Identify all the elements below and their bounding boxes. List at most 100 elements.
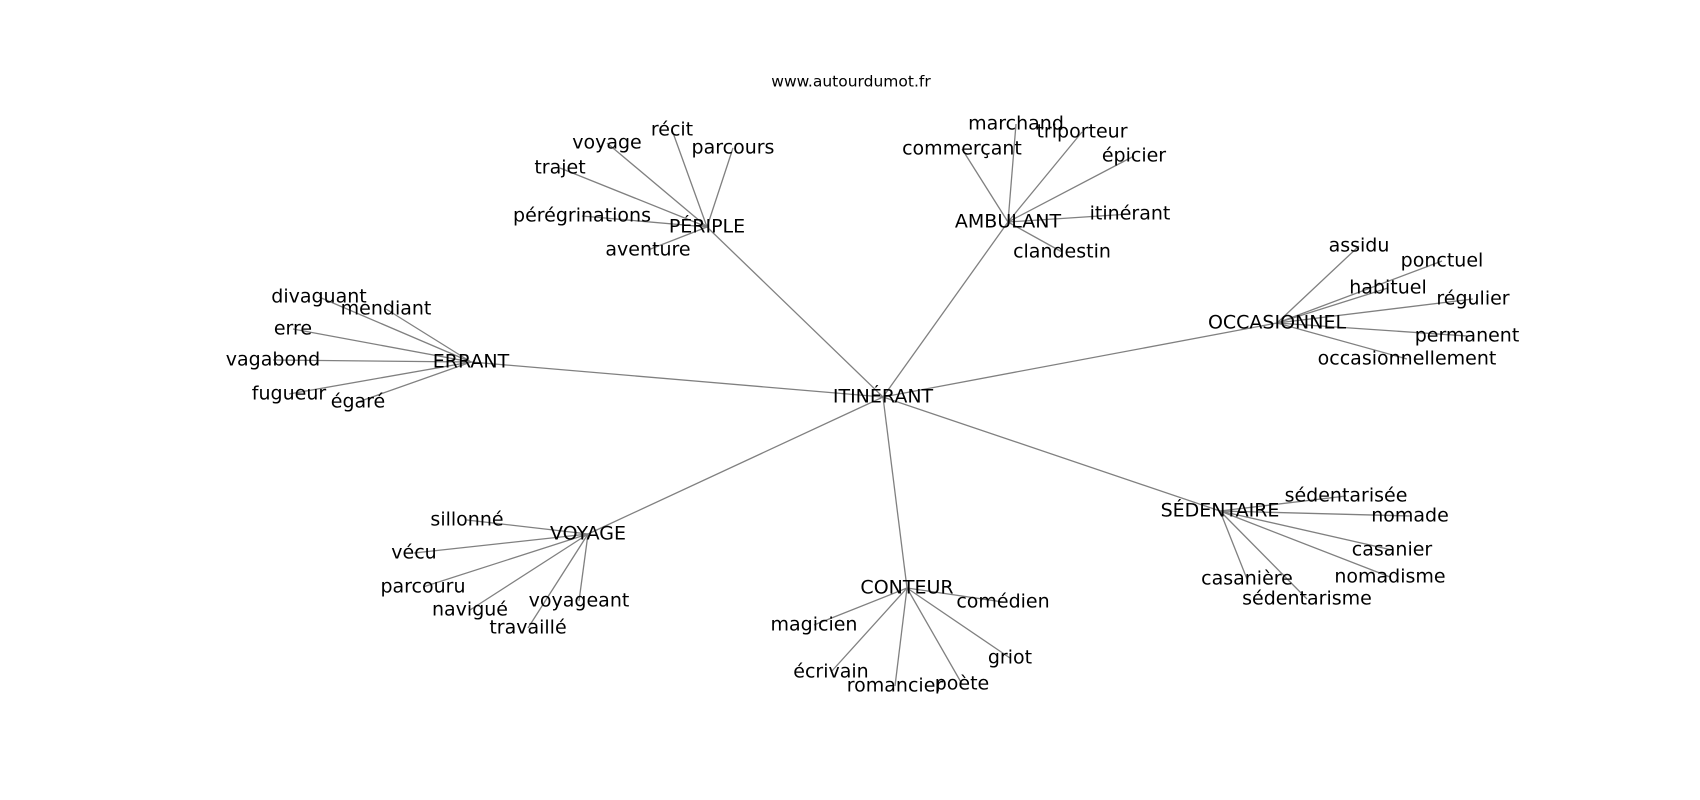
word-node-sedentarisee[interactable]: sédentarisée xyxy=(1285,485,1408,507)
word-node-griot[interactable]: griot xyxy=(988,647,1032,669)
site-url[interactable]: www.autourdumot.fr xyxy=(771,73,931,91)
labels-layer: www.autourdumot.fr ITINÉRANT PÉRIPLE récit… xyxy=(226,73,1520,697)
word-node-casanier[interactable]: casanier xyxy=(1352,539,1433,561)
edge-voyage-navigue xyxy=(469,533,589,611)
edge-voyage-vecu xyxy=(413,533,589,554)
edge-occasionnel-occasionnellement xyxy=(1276,322,1408,360)
edge-sedentaire-sedentarisee xyxy=(1219,495,1347,512)
word-node-casaniere[interactable]: casanière xyxy=(1201,568,1293,590)
edge-errant-vagabond xyxy=(272,359,472,363)
edge-center-ambulant xyxy=(882,221,1009,398)
word-node-poete[interactable]: poète xyxy=(935,673,990,695)
edge-voyage-travaille xyxy=(527,533,589,629)
edge-errant-divaguant xyxy=(318,296,472,363)
edge-occasionnel-regulier xyxy=(1276,298,1474,324)
word-node-navigue[interactable]: navigué xyxy=(432,599,508,621)
word-node-permanent[interactable]: permanent xyxy=(1415,325,1520,347)
edge-conteur-comedien xyxy=(906,587,1004,603)
word-node-commercant[interactable]: commerçant xyxy=(902,138,1022,160)
edge-ambulant-commercant xyxy=(961,148,1009,223)
edge-center-occasionnel xyxy=(882,322,1278,398)
edge-center-errant xyxy=(470,361,884,398)
edge-errant-mendiant xyxy=(385,308,472,363)
word-node-egare[interactable]: égaré xyxy=(331,391,385,413)
word-node-voyageant[interactable]: voyageant xyxy=(529,590,630,612)
word-node-triporteur[interactable]: triporteur xyxy=(1036,121,1127,143)
edge-periple-peregrinations xyxy=(581,215,708,228)
edge-center-voyage xyxy=(587,396,884,535)
edge-sedentaire-casanier xyxy=(1219,510,1393,551)
word-node-mendiant[interactable]: mendiant xyxy=(341,298,432,320)
edge-periple-parcours xyxy=(706,147,734,228)
edge-voyage-voyageant xyxy=(578,533,589,602)
center-word[interactable]: ITINÉRANT xyxy=(833,385,934,408)
word-node-nomadisme[interactable]: nomadisme xyxy=(1334,566,1445,588)
word-node-trajet[interactable]: trajet xyxy=(534,157,585,179)
edge-conteur-poete xyxy=(906,587,963,685)
word-node-comedien[interactable]: comédien xyxy=(956,591,1049,613)
edge-periple-trajet xyxy=(559,167,708,228)
word-node-habituel[interactable]: habituel xyxy=(1349,277,1426,299)
word-node-sedentarisme[interactable]: sédentarisme xyxy=(1242,588,1372,610)
word-node-fugueur[interactable]: fugueur xyxy=(252,383,327,405)
word-node-travaille[interactable]: travaillé xyxy=(489,617,566,639)
word-node-ponctuel[interactable]: ponctuel xyxy=(1401,250,1484,272)
edge-ambulant-triporteur xyxy=(1007,131,1083,223)
edge-sedentaire-casaniere xyxy=(1219,510,1248,580)
word-node-peregrinations[interactable]: pérégrinations xyxy=(513,205,651,227)
word-node-magicien[interactable]: magicien xyxy=(771,614,858,636)
edge-center-conteur xyxy=(882,396,908,589)
edge-periple-aventure xyxy=(647,226,708,251)
word-node-romancier[interactable]: romancier xyxy=(847,675,944,697)
word-node-marchand[interactable]: marchand xyxy=(968,113,1064,135)
edge-conteur-ecrivain xyxy=(830,587,908,673)
edge-conteur-romancier xyxy=(894,587,908,687)
edge-occasionnel-ponctuel xyxy=(1276,260,1443,324)
edge-conteur-griot xyxy=(906,587,1011,659)
group-node-conteur[interactable]: CONTEUR xyxy=(860,577,953,599)
word-node-voyage[interactable]: voyage xyxy=(572,132,642,154)
edges-layer xyxy=(272,123,1474,687)
edge-periple-recit xyxy=(671,129,708,228)
group-node-errant[interactable]: ERRANT xyxy=(433,351,510,373)
word-node-itinerant[interactable]: itinérant xyxy=(1090,203,1171,225)
word-node-nomade[interactable]: nomade xyxy=(1371,505,1449,527)
edge-ambulant-itinerant xyxy=(1007,213,1131,223)
word-node-vagabond[interactable]: vagabond xyxy=(226,349,320,371)
word-node-divaguant[interactable]: divaguant xyxy=(271,286,366,308)
edge-errant-erre xyxy=(292,328,472,363)
word-node-ecrivain[interactable]: écrivain xyxy=(793,661,868,683)
edge-voyage-parcouru xyxy=(422,533,589,588)
word-node-parcouru[interactable]: parcouru xyxy=(380,576,465,598)
edge-errant-fugueur xyxy=(288,361,472,395)
edge-occasionnel-permanent xyxy=(1276,322,1468,337)
word-node-recit[interactable]: récit xyxy=(651,119,693,141)
edge-periple-voyage xyxy=(606,142,708,228)
edge-occasionnel-assidu xyxy=(1276,245,1360,324)
word-node-occasionnellement[interactable]: occasionnellement xyxy=(1318,348,1497,370)
edge-ambulant-epicier xyxy=(1007,155,1135,223)
word-node-parcours[interactable]: parcours xyxy=(692,137,775,159)
word-node-erre[interactable]: erre xyxy=(274,318,312,340)
group-node-sedentaire[interactable]: SÉDENTAIRE xyxy=(1161,499,1280,522)
word-node-epicier[interactable]: épicier xyxy=(1102,145,1166,167)
word-node-regulier[interactable]: régulier xyxy=(1436,288,1509,310)
edge-center-sedentaire xyxy=(882,396,1221,512)
edge-ambulant-clandestin xyxy=(1007,221,1063,253)
group-node-periple[interactable]: PÉRIPLE xyxy=(669,215,745,238)
word-node-vecu[interactable]: vécu xyxy=(391,542,436,564)
group-node-voyage[interactable]: VOYAGE xyxy=(550,523,626,545)
word-node-assidu[interactable]: assidu xyxy=(1329,235,1390,257)
edge-voyage-sillonne xyxy=(466,519,589,535)
edge-occasionnel-habituel xyxy=(1276,287,1389,324)
edge-center-periple xyxy=(706,226,884,398)
edge-sedentaire-sedentarisme xyxy=(1219,510,1308,600)
edge-sedentaire-nomadisme xyxy=(1219,510,1391,578)
word-node-sillonne[interactable]: sillonné xyxy=(430,509,503,531)
word-node-aventure[interactable]: aventure xyxy=(605,239,690,261)
group-node-occasionnel[interactable]: OCCASIONNEL xyxy=(1208,312,1347,334)
edge-sedentaire-nomade xyxy=(1219,510,1411,517)
word-node-clandestin[interactable]: clandestin xyxy=(1013,241,1111,263)
group-node-ambulant[interactable]: AMBULANT xyxy=(955,211,1062,233)
